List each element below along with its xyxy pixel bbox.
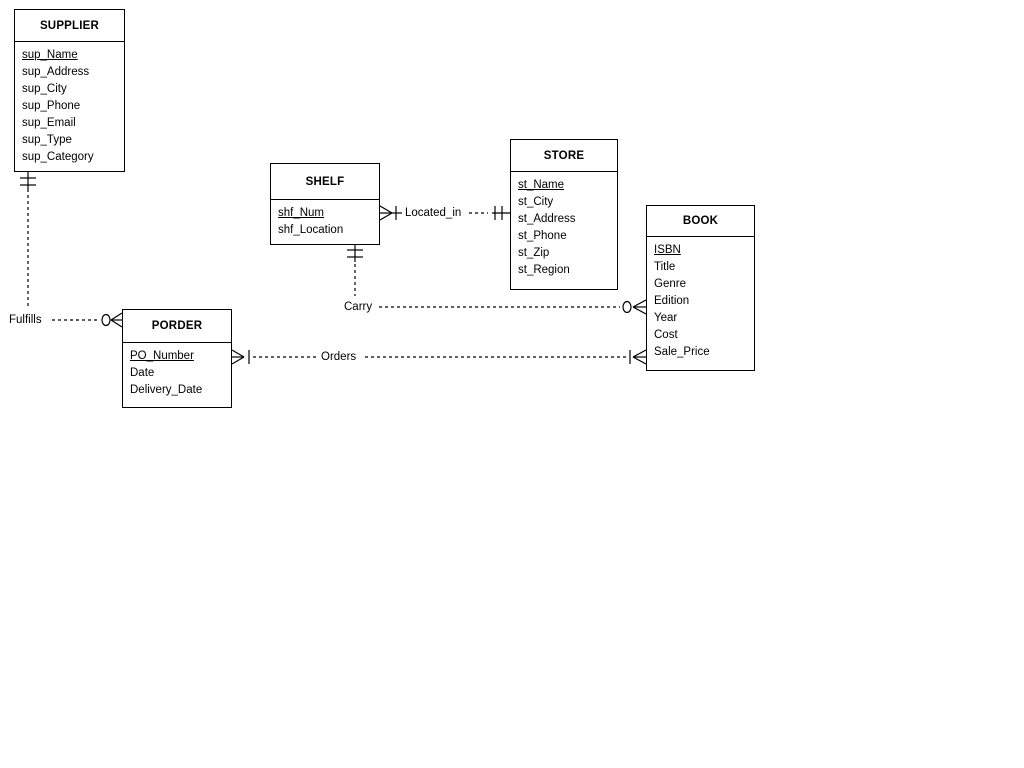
attribute-row: Cost [654,329,678,341]
crow-foot [632,306,647,315]
relationship-label-located-in[interactable]: Located_in [404,206,463,220]
entity-shelf[interactable]: SHELF shf_Num shf_Location [270,163,380,245]
attribute-row: sup_City [22,83,67,95]
entity-store-title: STORE [511,140,617,172]
attribute-row: sup_Name [22,49,78,61]
attribute-row: Edition [654,295,690,307]
entity-shelf-title: SHELF [271,164,379,200]
entity-book-attributes: ISBN Title Genre Edition Year Cost Sale_… [647,237,754,361]
attribute-row: st_City [518,196,554,208]
entity-shelf-attributes: shf_Num shf_Location [271,200,379,239]
crow-foot [231,349,245,358]
attribute-row: Sale_Price [654,346,710,358]
attribute-row: sup_Email [22,117,76,129]
relationship-label-fulfills[interactable]: Fulfills [8,313,43,327]
entity-porder-title: PORDER [123,310,231,343]
zero-circle [101,313,111,327]
entity-supplier[interactable]: SUPPLIER sup_Name sup_Address sup_City s… [14,9,125,172]
crow-foot [632,356,647,365]
attribute-row: sup_Phone [22,100,81,112]
attribute-row: st_Region [518,264,570,276]
entity-store[interactable]: STORE st_Name st_City st_Address st_Phon… [510,139,618,290]
crow-foot [110,319,123,328]
crow-foot [110,312,123,321]
attribute-row: sup_Address [22,66,90,78]
attribute-row: Title [654,261,676,273]
attribute-row: PO_Number [130,350,194,362]
attribute-row: shf_Location [278,224,344,236]
attribute-row: Year [654,312,678,324]
crow-foot [632,349,647,358]
attribute-row: sup_Type [22,134,72,146]
relationship-label-orders[interactable]: Orders [320,350,358,364]
entity-porder[interactable]: PORDER PO_Number Date Delivery_Date [122,309,232,408]
attribute-row: st_Zip [518,247,550,259]
entity-porder-attributes: PO_Number Date Delivery_Date [123,343,231,399]
attribute-row: st_Address [518,213,576,225]
attribute-row: st_Name [518,179,565,191]
orders-connector [231,349,647,365]
attribute-row: st_Phone [518,230,567,242]
attribute-row: Date [130,367,155,379]
crow-foot [231,356,245,365]
attribute-row: Genre [654,278,686,290]
crow-foot [632,299,647,308]
entity-book[interactable]: BOOK ISBN Title Genre Edition Year Cost … [646,205,755,371]
crow-foot [379,205,393,214]
entity-supplier-title: SUPPLIER [15,10,124,42]
entity-store-attributes: st_Name st_City st_Address st_Phone st_Z… [511,172,617,279]
entity-supplier-attributes: sup_Name sup_Address sup_City sup_Phone … [15,42,124,166]
fulfills-connector [20,172,123,328]
attribute-row: shf_Num [278,207,325,219]
attribute-row: Delivery_Date [130,384,203,396]
zero-circle [622,300,632,314]
crow-foot [379,212,393,221]
relationship-label-carry[interactable]: Carry [343,300,374,314]
attribute-row: ISBN [654,244,681,256]
attribute-row: sup_Category [22,151,94,163]
entity-book-title: BOOK [647,206,754,237]
